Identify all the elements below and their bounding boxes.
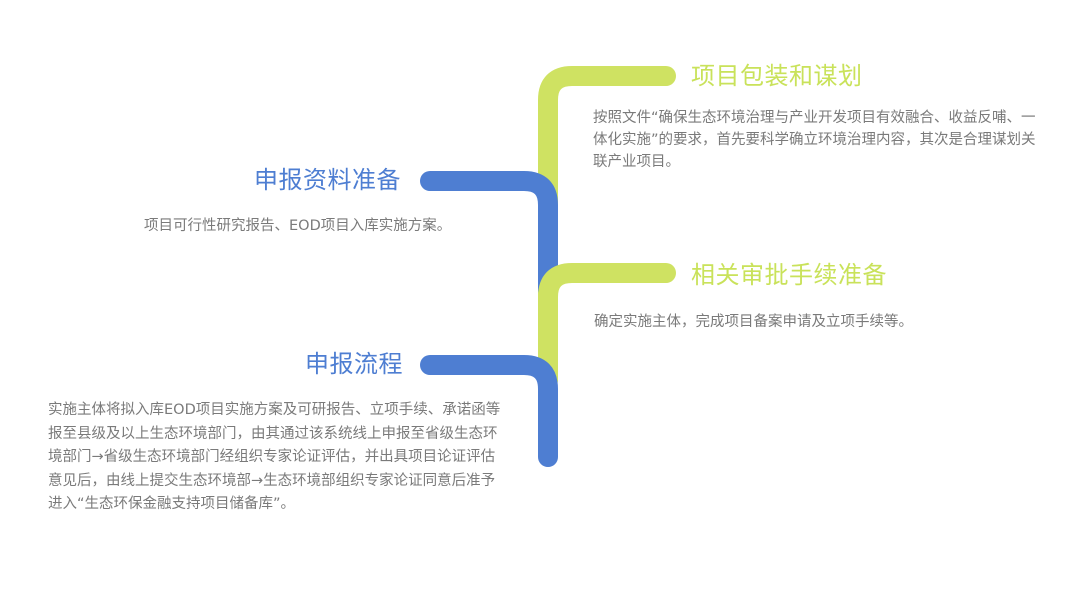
connector-project-packaging [538,66,676,310]
branch-title: 项目包装和谋划 [691,62,863,90]
connector-application-materials [420,171,558,300]
branch-title: 申报资料准备 [254,166,401,194]
branch-description: 确定实施主体，完成项目备案申请及立项手续等。 [594,314,913,330]
connector-approval-procedures [538,263,676,390]
branch-description: 实施主体将拟入库EOD项目实施方案及可研报告、立项手续、承诺函等报至县级及以上生… [48,402,501,512]
branch-description: 按照文件“确保生态环境治理与产业开发项目有效融合、收益反哺、一体化实施”的要求，… [593,110,1036,170]
connector-application-process [420,355,558,467]
branch-title: 相关审批手续准备 [691,261,887,289]
branch-title: 申报流程 [305,350,403,378]
branch-description: 项目可行性研究报告、EOD项目入库实施方案。 [144,218,452,234]
